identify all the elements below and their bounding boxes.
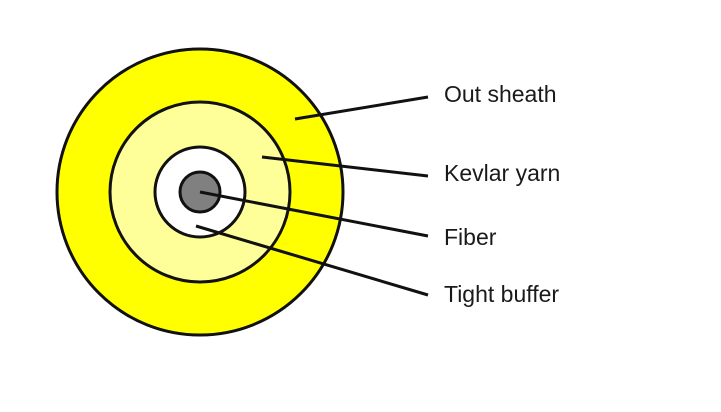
tight-buffer-leader-line xyxy=(195,224,429,297)
kevlar-yarn-leader-line xyxy=(261,155,429,178)
fiber-label: Fiber xyxy=(444,224,497,250)
fiber-leader-line xyxy=(199,190,429,238)
out-sheath-label: Out sheath xyxy=(444,81,557,107)
tight-buffer-label: Tight buffer xyxy=(444,281,559,307)
kevlar-yarn-label: Kevlar yarn xyxy=(444,160,560,186)
out-sheath-leader-line xyxy=(294,95,429,121)
